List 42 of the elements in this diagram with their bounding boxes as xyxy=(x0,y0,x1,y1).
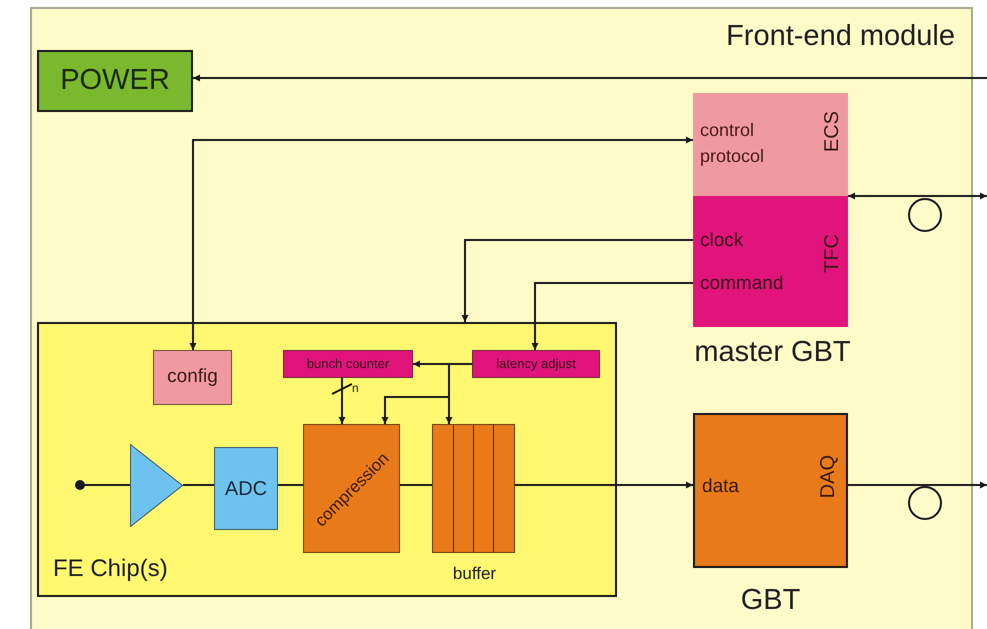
node-label: config xyxy=(167,365,218,390)
node-label: data xyxy=(702,475,739,499)
ecs-section xyxy=(693,93,848,196)
latency-box xyxy=(472,350,600,378)
connector-line xyxy=(278,484,303,486)
node-label: ADC xyxy=(224,476,268,502)
node-label: latency adjust xyxy=(496,355,576,374)
arrow xyxy=(848,192,987,200)
arrow xyxy=(446,363,472,424)
connector-line xyxy=(400,484,432,486)
arrow xyxy=(848,482,987,488)
arrow xyxy=(515,482,693,488)
arrow xyxy=(532,282,693,350)
input-dot xyxy=(75,480,85,490)
node-label: bunch counter xyxy=(306,355,390,374)
amplifier-triangle xyxy=(130,444,183,527)
node-label: FE Chip(s) xyxy=(53,554,168,584)
tfc-section xyxy=(693,196,848,327)
node-label: POWER xyxy=(60,63,170,98)
compression-box xyxy=(303,424,400,553)
power-box xyxy=(37,50,193,112)
counter-box xyxy=(283,350,413,378)
edge-label: n xyxy=(352,382,359,394)
module-panel xyxy=(30,7,973,629)
node-label: control protocol xyxy=(700,119,766,168)
arrow xyxy=(338,378,346,424)
arrow xyxy=(193,74,987,82)
section-label: ECS xyxy=(822,111,842,152)
connector-line xyxy=(183,484,214,486)
arrow xyxy=(190,136,693,350)
adc-box xyxy=(214,447,278,530)
section-label: DAQ xyxy=(818,455,838,498)
node-label: buffer xyxy=(452,563,498,585)
section-label: GBT xyxy=(740,583,802,618)
arrow xyxy=(462,239,693,322)
section-label: command xyxy=(700,272,784,296)
node-label: Front-end module xyxy=(726,19,955,54)
section-label: TFC xyxy=(822,234,842,273)
config-box xyxy=(153,350,232,405)
chip-box xyxy=(37,322,617,597)
node-label: master GBT xyxy=(693,335,852,370)
node-label: clock xyxy=(700,229,744,253)
